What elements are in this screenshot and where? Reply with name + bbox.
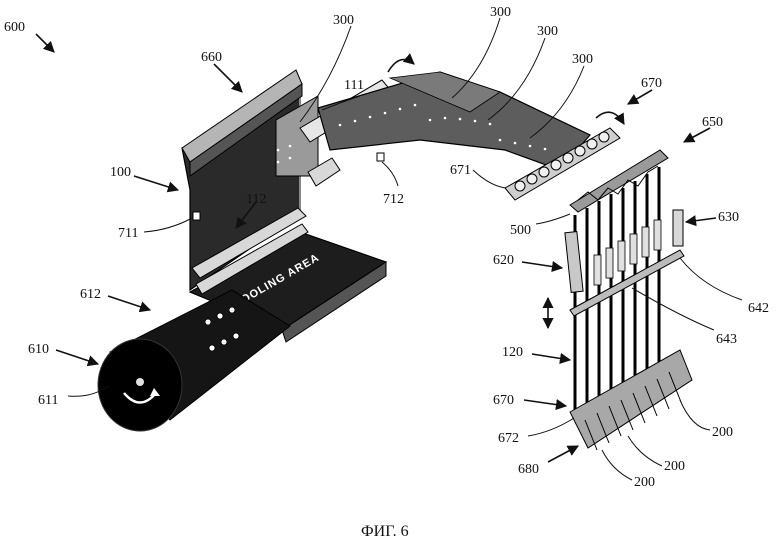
label-500: 500 xyxy=(510,223,531,238)
plate-630 xyxy=(673,210,683,246)
label-620: 620 xyxy=(493,253,514,268)
label-671: 671 xyxy=(450,163,471,178)
label-300-b: 300 xyxy=(490,5,511,20)
label-111: 111 xyxy=(344,78,364,93)
label-642: 642 xyxy=(748,301,769,316)
figure-caption: ФИГ. 6 xyxy=(361,523,409,540)
marker-711 xyxy=(193,212,200,220)
plate-620 xyxy=(565,232,583,293)
label-680: 680 xyxy=(518,462,539,477)
label-300-a: 300 xyxy=(333,13,354,28)
label-600: 600 xyxy=(4,20,25,35)
rotation-arrow-111 xyxy=(388,60,414,73)
label-200-c: 200 xyxy=(634,475,655,490)
marker-712 xyxy=(377,153,384,161)
rotation-arrow-670 xyxy=(596,112,624,124)
label-611: 611 xyxy=(38,393,58,408)
label-711: 711 xyxy=(118,226,138,241)
label-630: 630 xyxy=(718,210,739,225)
label-300-d: 300 xyxy=(572,52,593,67)
label-612: 612 xyxy=(80,287,101,302)
label-660: 660 xyxy=(201,50,222,65)
label-200-b: 200 xyxy=(664,459,685,474)
label-610: 610 xyxy=(28,342,49,357)
label-120: 120 xyxy=(502,345,523,360)
label-670-top: 670 xyxy=(641,76,662,91)
label-300-c: 300 xyxy=(537,24,558,39)
label-670-bottom: 670 xyxy=(493,393,514,408)
label-100: 100 xyxy=(110,165,131,180)
label-712: 712 xyxy=(383,192,404,207)
label-200-a: 200 xyxy=(712,425,733,440)
label-112: 112 xyxy=(246,192,266,207)
label-643: 643 xyxy=(716,332,737,347)
label-672: 672 xyxy=(498,431,519,446)
label-650: 650 xyxy=(702,115,723,130)
